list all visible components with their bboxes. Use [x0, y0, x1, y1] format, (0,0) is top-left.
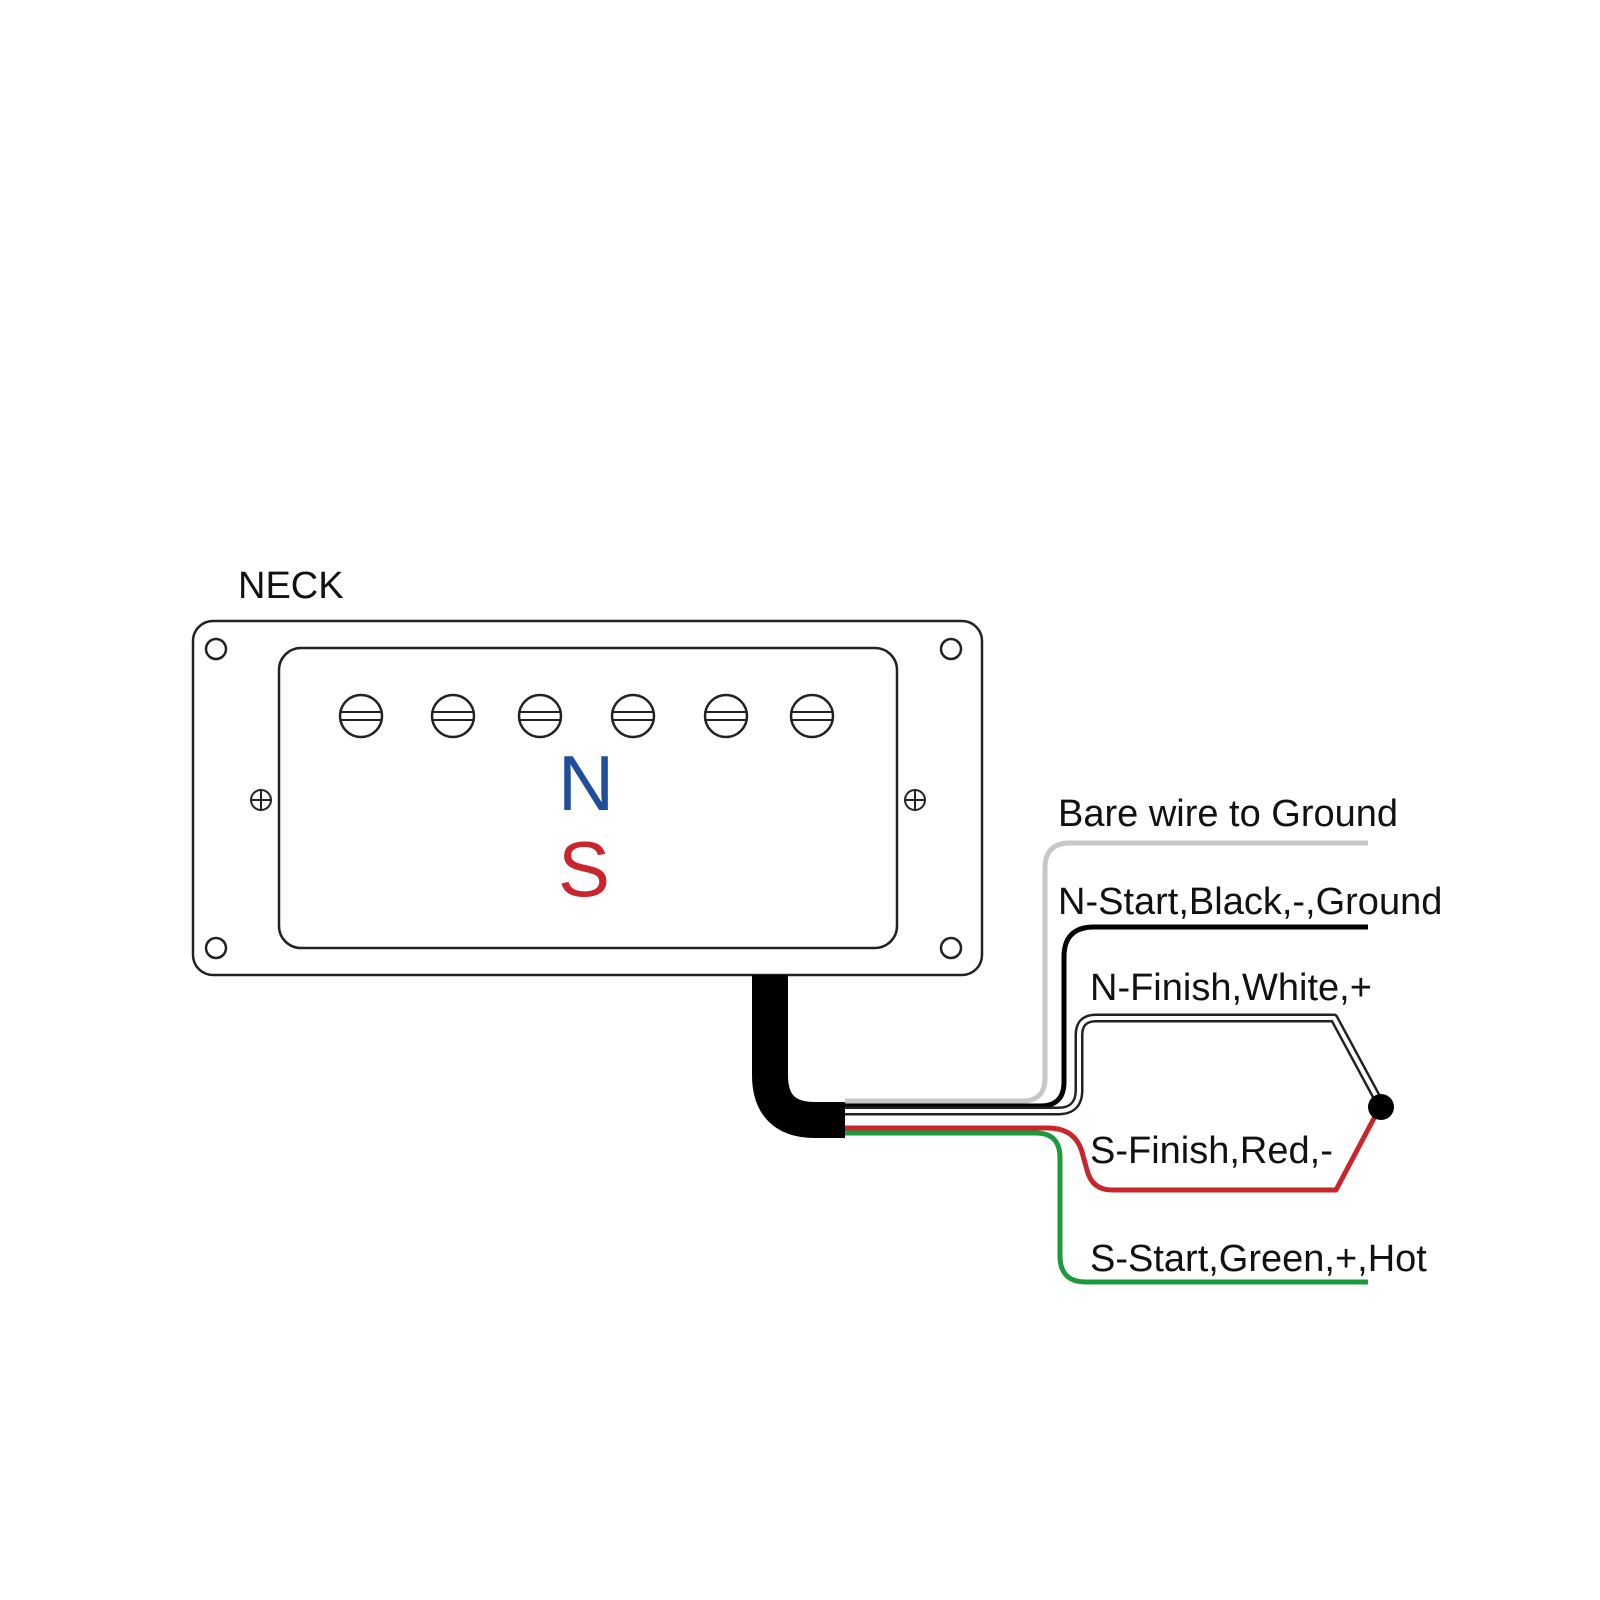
mounting-hole-icon [204, 637, 228, 661]
pole-piece-icon [517, 693, 563, 739]
wire-label-bare: Bare wire to Ground [1058, 793, 1398, 835]
wire-bare [845, 840, 1368, 1104]
mounting-hole-icon [939, 936, 963, 960]
solder-joint-icon [1368, 1094, 1394, 1120]
mounting-hole-icon [204, 936, 228, 960]
wire-red [845, 1103, 1384, 1193]
wire-label-s-start: S-Start,Green,+,Hot [1090, 1238, 1427, 1280]
wire-black [845, 924, 1368, 1109]
height-screw-icon [904, 789, 926, 811]
cable-jacket [752, 975, 845, 1138]
pole-piece-icon [430, 693, 476, 739]
height-screw-icon [250, 789, 272, 811]
pickup-position-label: NECK [238, 565, 344, 607]
wire-label-s-finish: S-Finish,Red,- [1090, 1130, 1333, 1172]
wire-white-outline [845, 1013, 1385, 1116]
mounting-hole-icon [939, 637, 963, 661]
pole-piece-icon [338, 693, 384, 739]
wire-green [845, 1130, 1368, 1285]
pole-piece-icon [703, 693, 749, 739]
pole-piece-icon [789, 693, 835, 739]
wire-label-n-finish: N-Finish,White,+ [1090, 967, 1372, 1009]
pole-piece-icon [610, 693, 656, 739]
pole-north-label: N [558, 739, 614, 827]
pole-south-label: S [558, 825, 610, 913]
wire-white [845, 1016, 1383, 1113]
wire-label-n-start: N-Start,Black,-,Ground [1058, 881, 1442, 923]
